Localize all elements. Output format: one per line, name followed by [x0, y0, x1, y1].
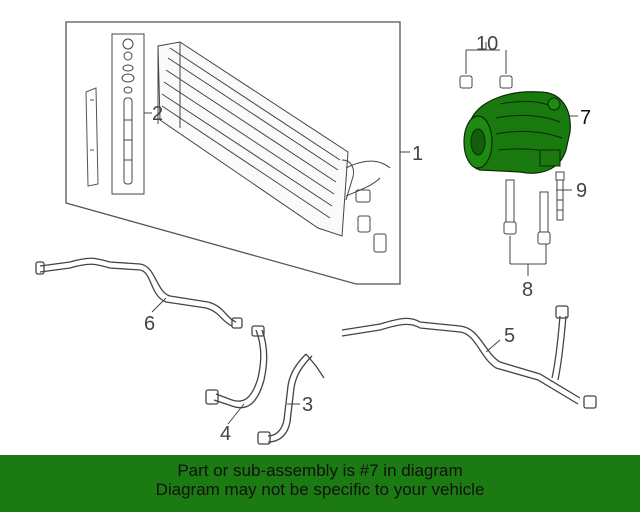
info-banner: Part or sub-assembly is #7 in diagram Di…: [0, 455, 640, 512]
callout-4: 4: [220, 423, 231, 445]
callout-10: 10: [476, 33, 498, 55]
hose-4[interactable]: [205, 325, 268, 409]
parts-diagram: 2 1 7 9 10 8 6 4 3 5: [35, 21, 597, 445]
hose-3[interactable]: [257, 353, 325, 445]
mounting-bolts[interactable]: [503, 179, 551, 245]
callout-5: 5: [504, 325, 515, 347]
callout-9: 9: [576, 180, 587, 202]
callout-2: 2: [152, 103, 163, 125]
condenser[interactable]: [157, 41, 391, 253]
compressor-bolt[interactable]: [555, 171, 565, 221]
callout-6: 6: [144, 313, 155, 335]
banner-line-2: Diagram may not be specific to your vehi…: [155, 480, 485, 499]
hose-5[interactable]: [341, 305, 597, 409]
banner-line-1: Part or sub-assembly is #7 in diagram: [177, 461, 463, 480]
hose-6[interactable]: [35, 257, 243, 329]
ac-compressor[interactable]: [463, 91, 571, 174]
condenser-frame: [65, 21, 401, 285]
callout-1: 1: [412, 143, 423, 165]
callout-8: 8: [522, 279, 533, 301]
receiver-drier-kit[interactable]: [111, 33, 145, 195]
callout-7: 7: [580, 107, 591, 129]
caps[interactable]: [459, 75, 513, 89]
condenser-bracket: [85, 87, 99, 187]
callout-3: 3: [302, 394, 313, 416]
